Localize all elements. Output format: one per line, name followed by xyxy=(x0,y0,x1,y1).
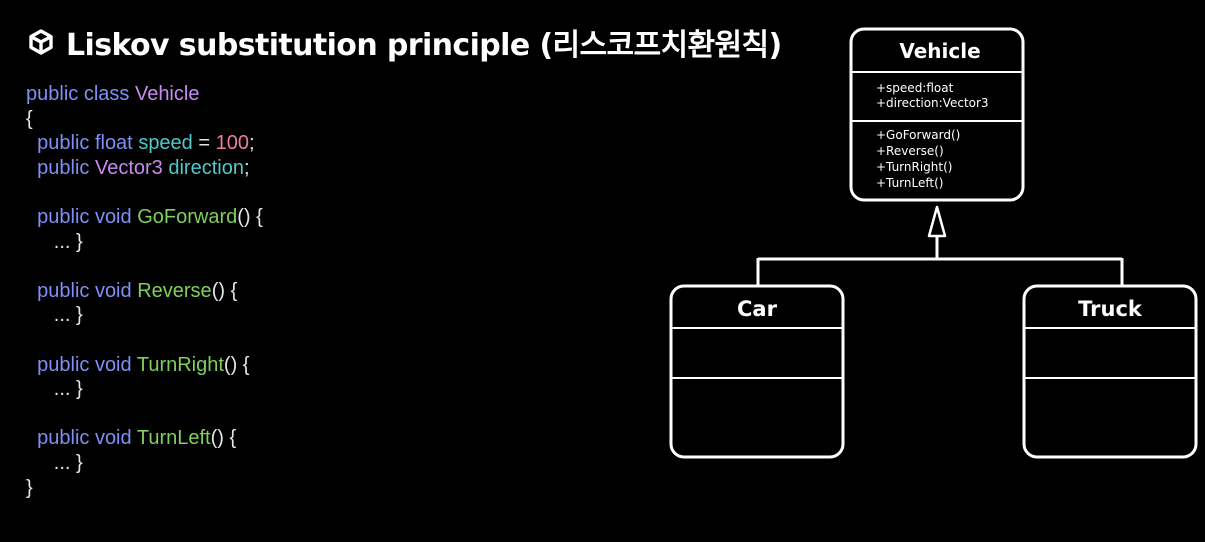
uml-attribute: +speed:float xyxy=(876,81,954,95)
uml-attribute: +direction:Vector3 xyxy=(876,96,989,110)
code-method-sig: () { xyxy=(211,279,238,302)
code-method-signature: public void GoForward() { xyxy=(26,205,263,230)
page-title: Liskov substitution principle (리스코프치환원칙) xyxy=(66,28,782,63)
code-semicolon: ; xyxy=(248,132,255,155)
code-keyword: public void xyxy=(37,427,132,450)
code-keyword: public class xyxy=(26,83,130,105)
code-brace: { xyxy=(26,107,33,130)
uml-class-name: Truck xyxy=(1078,297,1143,321)
code-method-body-text: ... } xyxy=(53,230,83,253)
code-line-close-brace: } xyxy=(26,476,263,501)
code-method-body-text: ... } xyxy=(53,378,83,401)
uml-class-truck: Truck xyxy=(1022,284,1198,459)
code-method-body-text: ... } xyxy=(53,304,83,327)
code-semicolon: ; xyxy=(243,156,250,179)
code-number: 100 xyxy=(215,132,249,155)
code-type-name: Vector3 xyxy=(94,156,163,179)
code-method-name: TurnRight xyxy=(136,353,224,376)
uml-class-name: Vehicle xyxy=(899,39,980,63)
code-keyword: public void xyxy=(37,279,132,302)
code-field-name: direction xyxy=(168,156,244,179)
inheritance-arrow-icon xyxy=(927,205,947,238)
code-method-signature: public void TurnRight() { xyxy=(26,353,263,378)
uml-operation: +TurnRight() xyxy=(876,160,952,174)
code-method-body: ... } xyxy=(26,377,263,402)
code-method-name: GoForward xyxy=(137,205,238,228)
uml-operation: +GoForward() xyxy=(876,128,960,142)
code-method-body: ... } xyxy=(26,303,263,328)
code-class-name: Vehicle xyxy=(134,83,200,105)
code-line-class: public class Vehicle xyxy=(26,82,263,107)
code-keyword: public void xyxy=(37,205,132,228)
code-keyword: public float xyxy=(37,132,133,155)
code-method-sig: () { xyxy=(237,205,263,228)
code-method-name: Reverse xyxy=(137,279,212,302)
code-method-body-text: ... } xyxy=(53,451,83,474)
code-line-direction: public Vector3 direction; xyxy=(26,156,263,181)
code-line-speed: public float speed = 100; xyxy=(26,131,263,156)
code-keyword: public xyxy=(37,156,90,179)
code-method-body: ... } xyxy=(26,230,263,255)
title-bar: Liskov substitution principle (리스코프치환원칙) xyxy=(28,22,782,63)
code-line-open-brace: { xyxy=(26,107,263,132)
code-keyword: public void xyxy=(37,353,132,376)
inheritance-connector xyxy=(756,205,1124,286)
code-method-body: ... } xyxy=(26,451,263,476)
uml-class-car: Car xyxy=(669,284,845,459)
uml-class-name: Car xyxy=(737,297,778,321)
uml-operation: +Reverse() xyxy=(876,144,944,158)
unity-cube-icon xyxy=(29,29,53,55)
uml-operation: +TurnLeft() xyxy=(876,176,943,190)
code-brace: } xyxy=(26,476,33,499)
code-field-name: speed xyxy=(138,132,193,155)
code-method-signature: public void TurnLeft() { xyxy=(26,426,263,451)
code-method-name: TurnLeft xyxy=(136,427,211,450)
code-operator: = xyxy=(192,132,216,155)
code-method-sig: () { xyxy=(223,353,250,376)
code-method-signature: public void Reverse() { xyxy=(26,279,263,304)
code-block: public class Vehicle { public float spee… xyxy=(26,82,263,500)
code-method-sig: () { xyxy=(210,427,237,450)
uml-class-vehicle: Vehicle +speed:float +direction:Vector3 … xyxy=(849,27,1025,202)
